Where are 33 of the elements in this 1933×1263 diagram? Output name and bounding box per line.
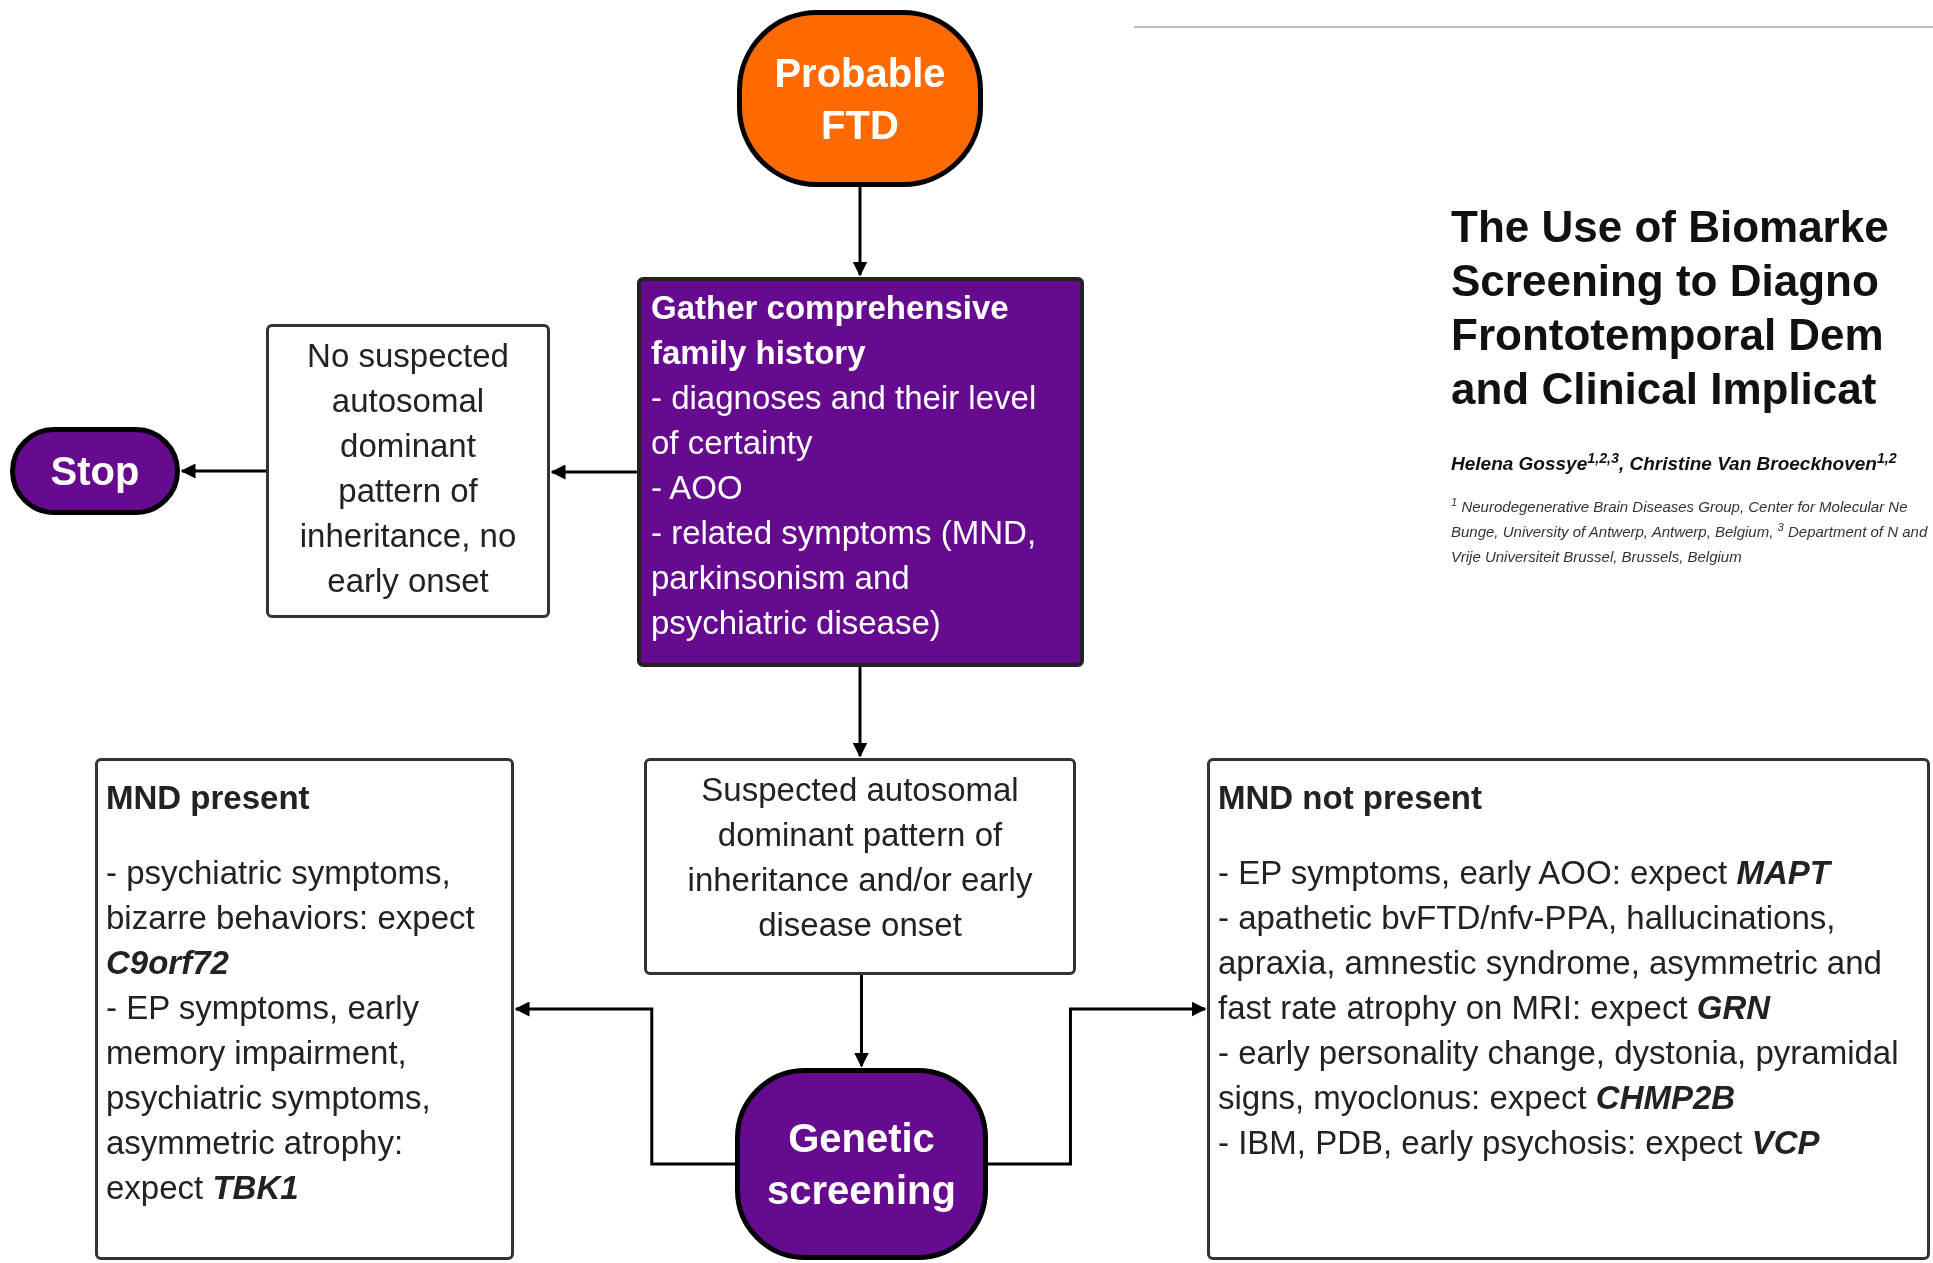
terminal-shape <box>735 1068 988 1260</box>
box-text: Probable FTD <box>773 49 947 149</box>
box-heading: MND present <box>106 778 311 818</box>
process-box <box>637 277 1084 667</box>
arrow <box>180 463 266 479</box>
arrow <box>852 667 868 758</box>
arrow <box>988 1001 1207 1166</box>
note-box <box>95 758 514 1260</box>
box-text: - related symptoms (MND, parkinsonism and psychiatric disease) <box>651 513 1038 643</box>
note-box <box>1207 758 1930 1260</box>
box-text: - EP symptoms, early AOO: expect MAPT <box>1218 853 1833 893</box>
box-text: - apathetic bvFTD/nfv-PPA, hallucinations, apraxia, amnestic syndrome, asymmetric and fast rate atrophy on MRI: expect GRN <box>1218 898 1883 1028</box>
arrow <box>854 975 869 1068</box>
author-list: Helena Gossye$^{1,2,3}$, Christine Van Broeckhoven$^{1,2}$ <box>1451 450 1897 479</box>
box-text: - psychiatric symptoms, bizarre behaviors: expect C9orf72 <box>106 853 476 983</box>
box-heading: Gather comprehensive family history <box>651 288 1010 373</box>
arrow <box>514 1001 735 1166</box>
box-text: Stop <box>50 448 140 495</box>
box-text: Genetic screening <box>766 1115 957 1214</box>
box-heading: MND not present <box>1218 778 1483 818</box>
box-text: Suspected autosomal dominant pattern of inheritance and/or early disease onset <box>686 770 1034 945</box>
arrow <box>852 187 868 277</box>
box-text: - early personality change, dystonia, pyramidal signs, myoclonus: expect CHMP2B <box>1218 1033 1900 1118</box>
arrow <box>550 464 637 480</box>
box-text: - EP symptoms, early memory impairment, psychiatric symptoms, asymmetric atrophy: expect TBK1 <box>106 988 432 1208</box>
box-text: - AOO <box>651 468 744 508</box>
box-text: No suspected autosomal dominant pattern of inheritance, no early onset <box>298 336 518 601</box>
box-text: - diagnoses and their level of certainty <box>651 378 1038 463</box>
process-box <box>644 758 1076 975</box>
affiliation-text: $^{1}$ Neurodegenerative Brain Diseases Group, Center for Molecular Ne Bunge, University of Antwerp, Antwerp, Belgium, $^{3}$ Department of N and Vrije Universiteit Brussel, Brussels, Belgium <box>1451 495 1929 567</box>
box-text: - IBM, PDB, early psychosis: expect VCP <box>1218 1123 1821 1163</box>
process-box <box>266 324 550 618</box>
article-title: The Use of Biomarke Screening to Diagno Frontotemporal Dem and Clinical Implicat <box>1451 201 1890 415</box>
